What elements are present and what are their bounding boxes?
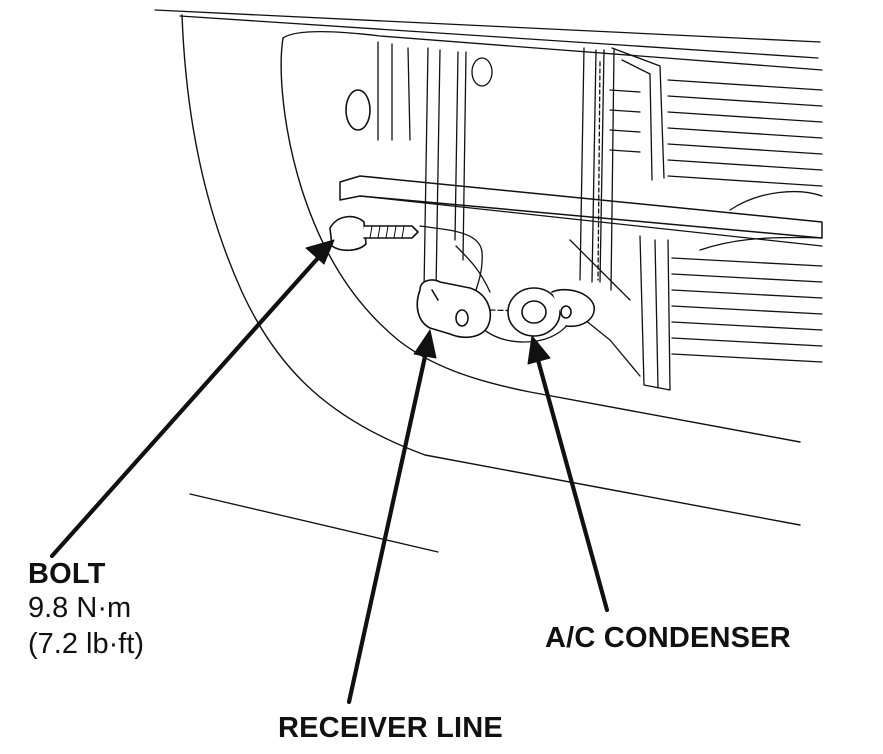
bumper-hole [345,89,371,131]
bolt-torque-imperial: (7.2 lb·ft) [28,628,145,660]
hood-edge-line-inner [179,15,819,59]
fan-shroud [729,191,823,211]
bolt-arrow-head [305,239,335,265]
bolt-label: BOLT [28,558,106,590]
condenser-fitting [507,287,595,337]
frame-post-c [579,47,605,283]
cross-beam-lower [359,195,823,247]
pipe-run-left [455,245,491,293]
bolt-arrow-shaft [49,255,321,559]
lower-trim-line [189,493,439,553]
frame-post-b [454,51,467,261]
fan-shroud-b [699,236,823,251]
receiver-line-fitting [416,279,492,339]
frame-left-post [377,41,393,141]
receiver-line-label: RECEIVER LINE [278,712,503,744]
hood-edge-line [154,9,821,43]
frame-post-d [610,49,615,291]
fin-dash-outline [597,61,601,281]
left-fins [609,89,641,153]
frame-post-hole [471,57,493,87]
diagonal-brace-b [569,239,631,301]
lower-right-support [639,235,671,391]
lower-right-support-inner [654,239,659,389]
condenser-label: A/C CONDENSER [545,622,791,654]
condenser-arrow-shaft [535,357,610,613]
receiver-arrow-head [413,329,437,359]
receiver-arrow-shaft [346,349,429,705]
bumper-outer-contour [181,14,801,526]
bumper-opening-contour [280,37,801,443]
condenser-arrow-head [527,335,551,365]
frame-left-post-b [407,47,411,141]
right-bracket [611,47,665,181]
frame-post-a [423,47,441,291]
condenser-fins [667,79,823,363]
bolt-torque-metric: 9.8 N·m [28,592,132,624]
bolt-part [329,215,419,252]
callout-arrows [49,239,610,705]
bumper-opening-top [282,31,823,71]
